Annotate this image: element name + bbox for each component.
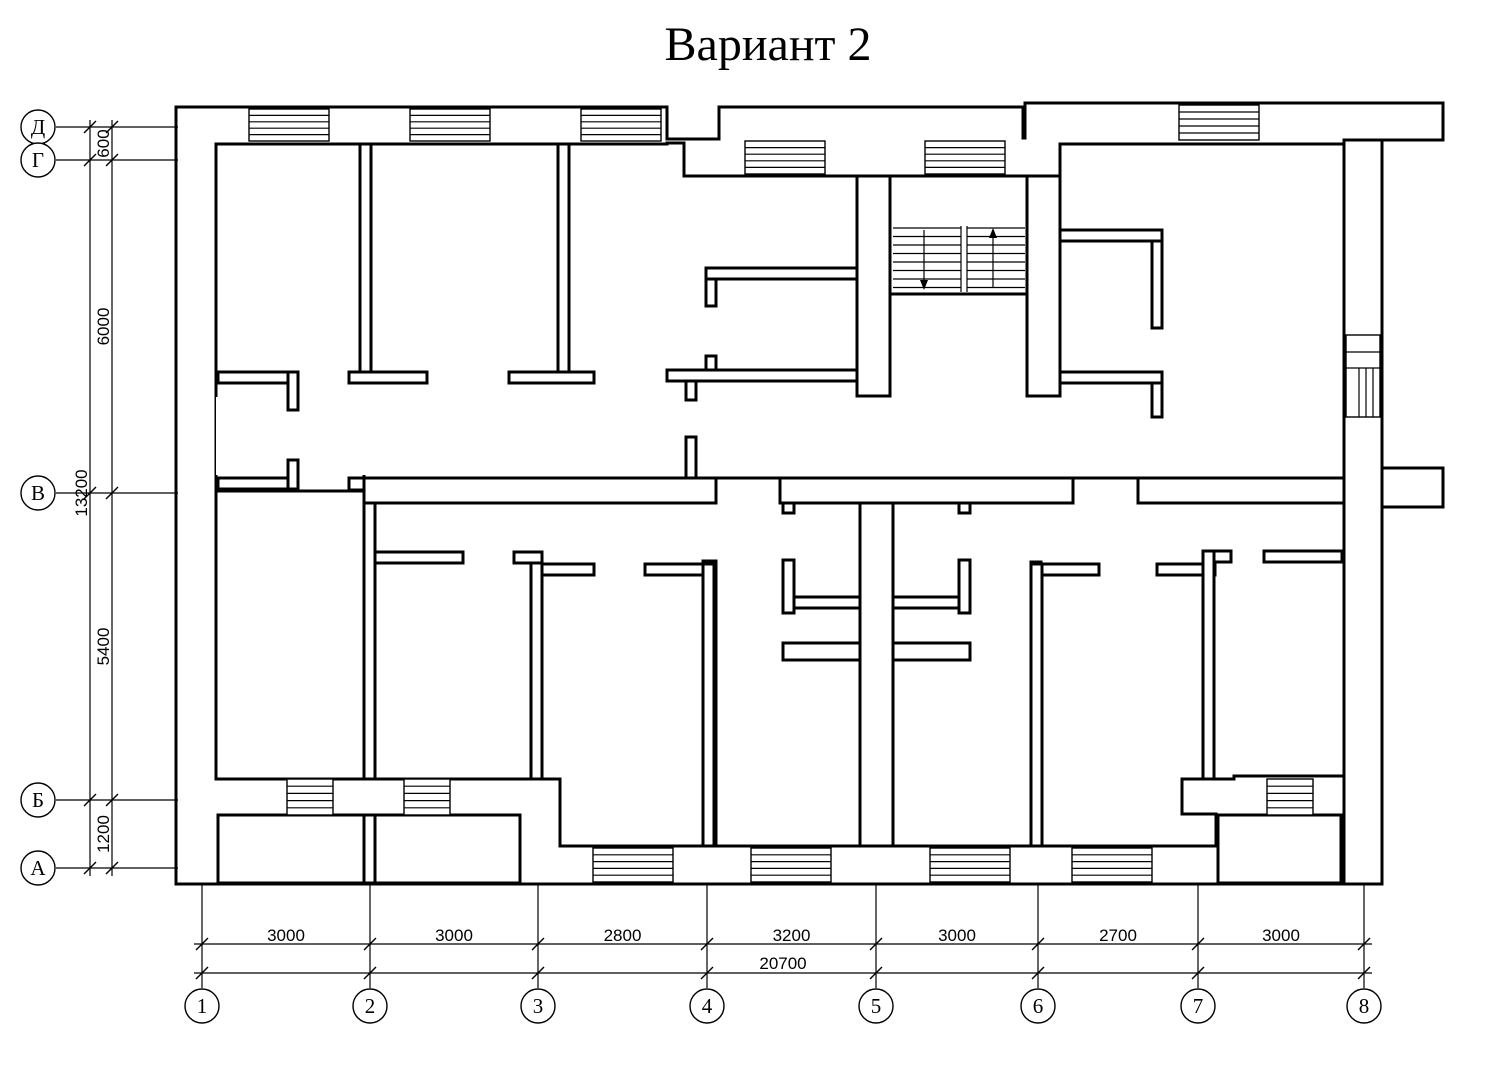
window	[924, 140, 1006, 175]
grid-dimensions: 1 2 3 4 5 6 7 8 3000 3000 2800 3200 3000 2700 3000 2070…	[20, 109, 1382, 1024]
axis-label-5: 5	[871, 994, 882, 1018]
window	[750, 847, 832, 883]
axis-marker	[20, 475, 56, 511]
corridor-wall-3	[1136, 476, 1346, 505]
window	[403, 778, 451, 816]
axis-marker	[20, 782, 56, 818]
corridor-wall-1	[362, 476, 718, 505]
axis-marker	[689, 988, 725, 1024]
bay-dimension: 2700	[1099, 926, 1137, 945]
bay-dimension: 2800	[604, 926, 642, 945]
axis-marker	[184, 988, 220, 1024]
building-walls	[174, 101, 1445, 886]
staircase	[893, 226, 1025, 292]
span-dimension: 1200	[94, 815, 113, 853]
plan-title: Вариант 2	[665, 18, 872, 71]
window	[1266, 778, 1314, 816]
axis-marker	[1346, 988, 1382, 1024]
window	[1345, 334, 1381, 418]
bay-dimension: 3000	[435, 926, 473, 945]
span-dimension: 5400	[94, 628, 113, 666]
bay-dimension: 3000	[938, 926, 976, 945]
axis-label-7: 7	[1193, 994, 1204, 1018]
window	[409, 108, 491, 142]
window	[1178, 104, 1260, 141]
window	[929, 847, 1011, 883]
axis-label-3: 3	[533, 994, 544, 1018]
corridor-wall-2	[778, 476, 1075, 505]
bay-dimension: 3000	[1262, 926, 1300, 945]
axis-label-Б: Б	[32, 788, 44, 812]
bay-dimension: 3000	[267, 926, 305, 945]
axis-label-А: А	[30, 856, 46, 880]
bay-dimension: 3200	[773, 926, 811, 945]
axis-marker	[858, 988, 894, 1024]
stair-landing	[888, 174, 1029, 296]
window	[286, 778, 334, 816]
span-dimension: 600	[94, 129, 113, 157]
axis-label-6: 6	[1033, 994, 1044, 1018]
axis-marker	[1020, 988, 1056, 1024]
window	[744, 140, 826, 175]
window	[248, 108, 330, 142]
total-length-dimension: 20700	[759, 954, 806, 973]
east-column	[1342, 138, 1384, 886]
span-dimension: 6000	[94, 308, 113, 346]
windows	[248, 104, 1381, 883]
window	[592, 847, 674, 883]
axis-marker	[20, 850, 56, 886]
axis-marker	[520, 988, 556, 1024]
axis-label-2: 2	[365, 994, 376, 1018]
axis-marker	[20, 142, 56, 178]
axis-label-8: 8	[1359, 994, 1370, 1018]
axis-marker	[1180, 988, 1216, 1024]
axis-marker	[352, 988, 388, 1024]
total-width-dimension: 13200	[72, 469, 91, 516]
axis-label-1: 1	[197, 994, 208, 1018]
axis-label-В: В	[31, 481, 45, 505]
axis-label-Г: Г	[32, 148, 44, 172]
axis-label-4: 4	[702, 994, 713, 1018]
axis-label-Д: Д	[31, 115, 45, 139]
window	[580, 108, 662, 142]
window	[1071, 847, 1153, 883]
room-se	[1216, 813, 1343, 885]
